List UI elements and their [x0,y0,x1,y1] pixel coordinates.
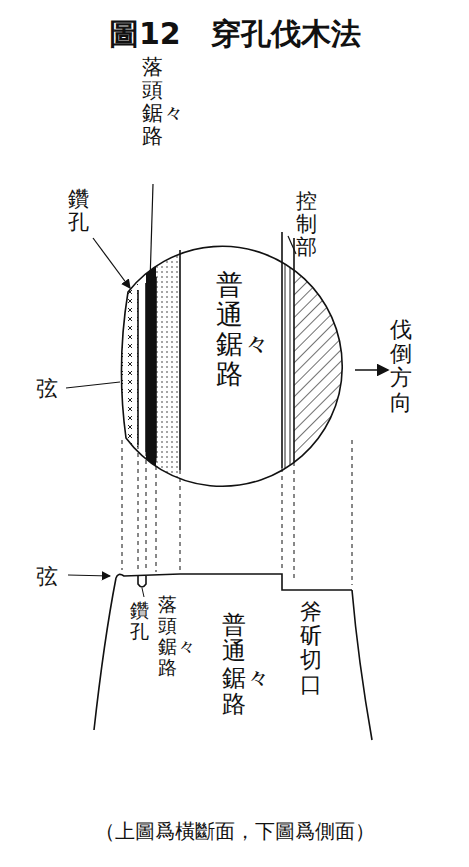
part-label: 落頭鋸々路 [142,56,163,148]
part-label: 弦 [36,374,58,404]
part-label: 斧斫切口 [300,600,322,697]
cross-section-bands [110,220,364,480]
trunk-cross-section [121,246,342,486]
figure-caption: （上圖爲橫斷面，下圖爲側面） [95,818,375,845]
projection-lines [122,440,352,585]
direction-label: 伐倒方向 [390,318,412,415]
part-label: 落頭鋸々路 [158,594,177,678]
side-view [68,574,372,740]
part-label: 普通鋸々路 [216,270,243,389]
part-label: 鑽孔 [130,600,149,642]
part-label: 鑽孔 [68,188,89,234]
part-label: 控制部 [296,190,317,259]
figure-title: 圖12 穿孔伐木法 [109,14,361,55]
part-label: 弦 [36,562,58,592]
part-label: 普通鋸々路 [222,612,246,718]
felling-arrow [355,369,388,371]
